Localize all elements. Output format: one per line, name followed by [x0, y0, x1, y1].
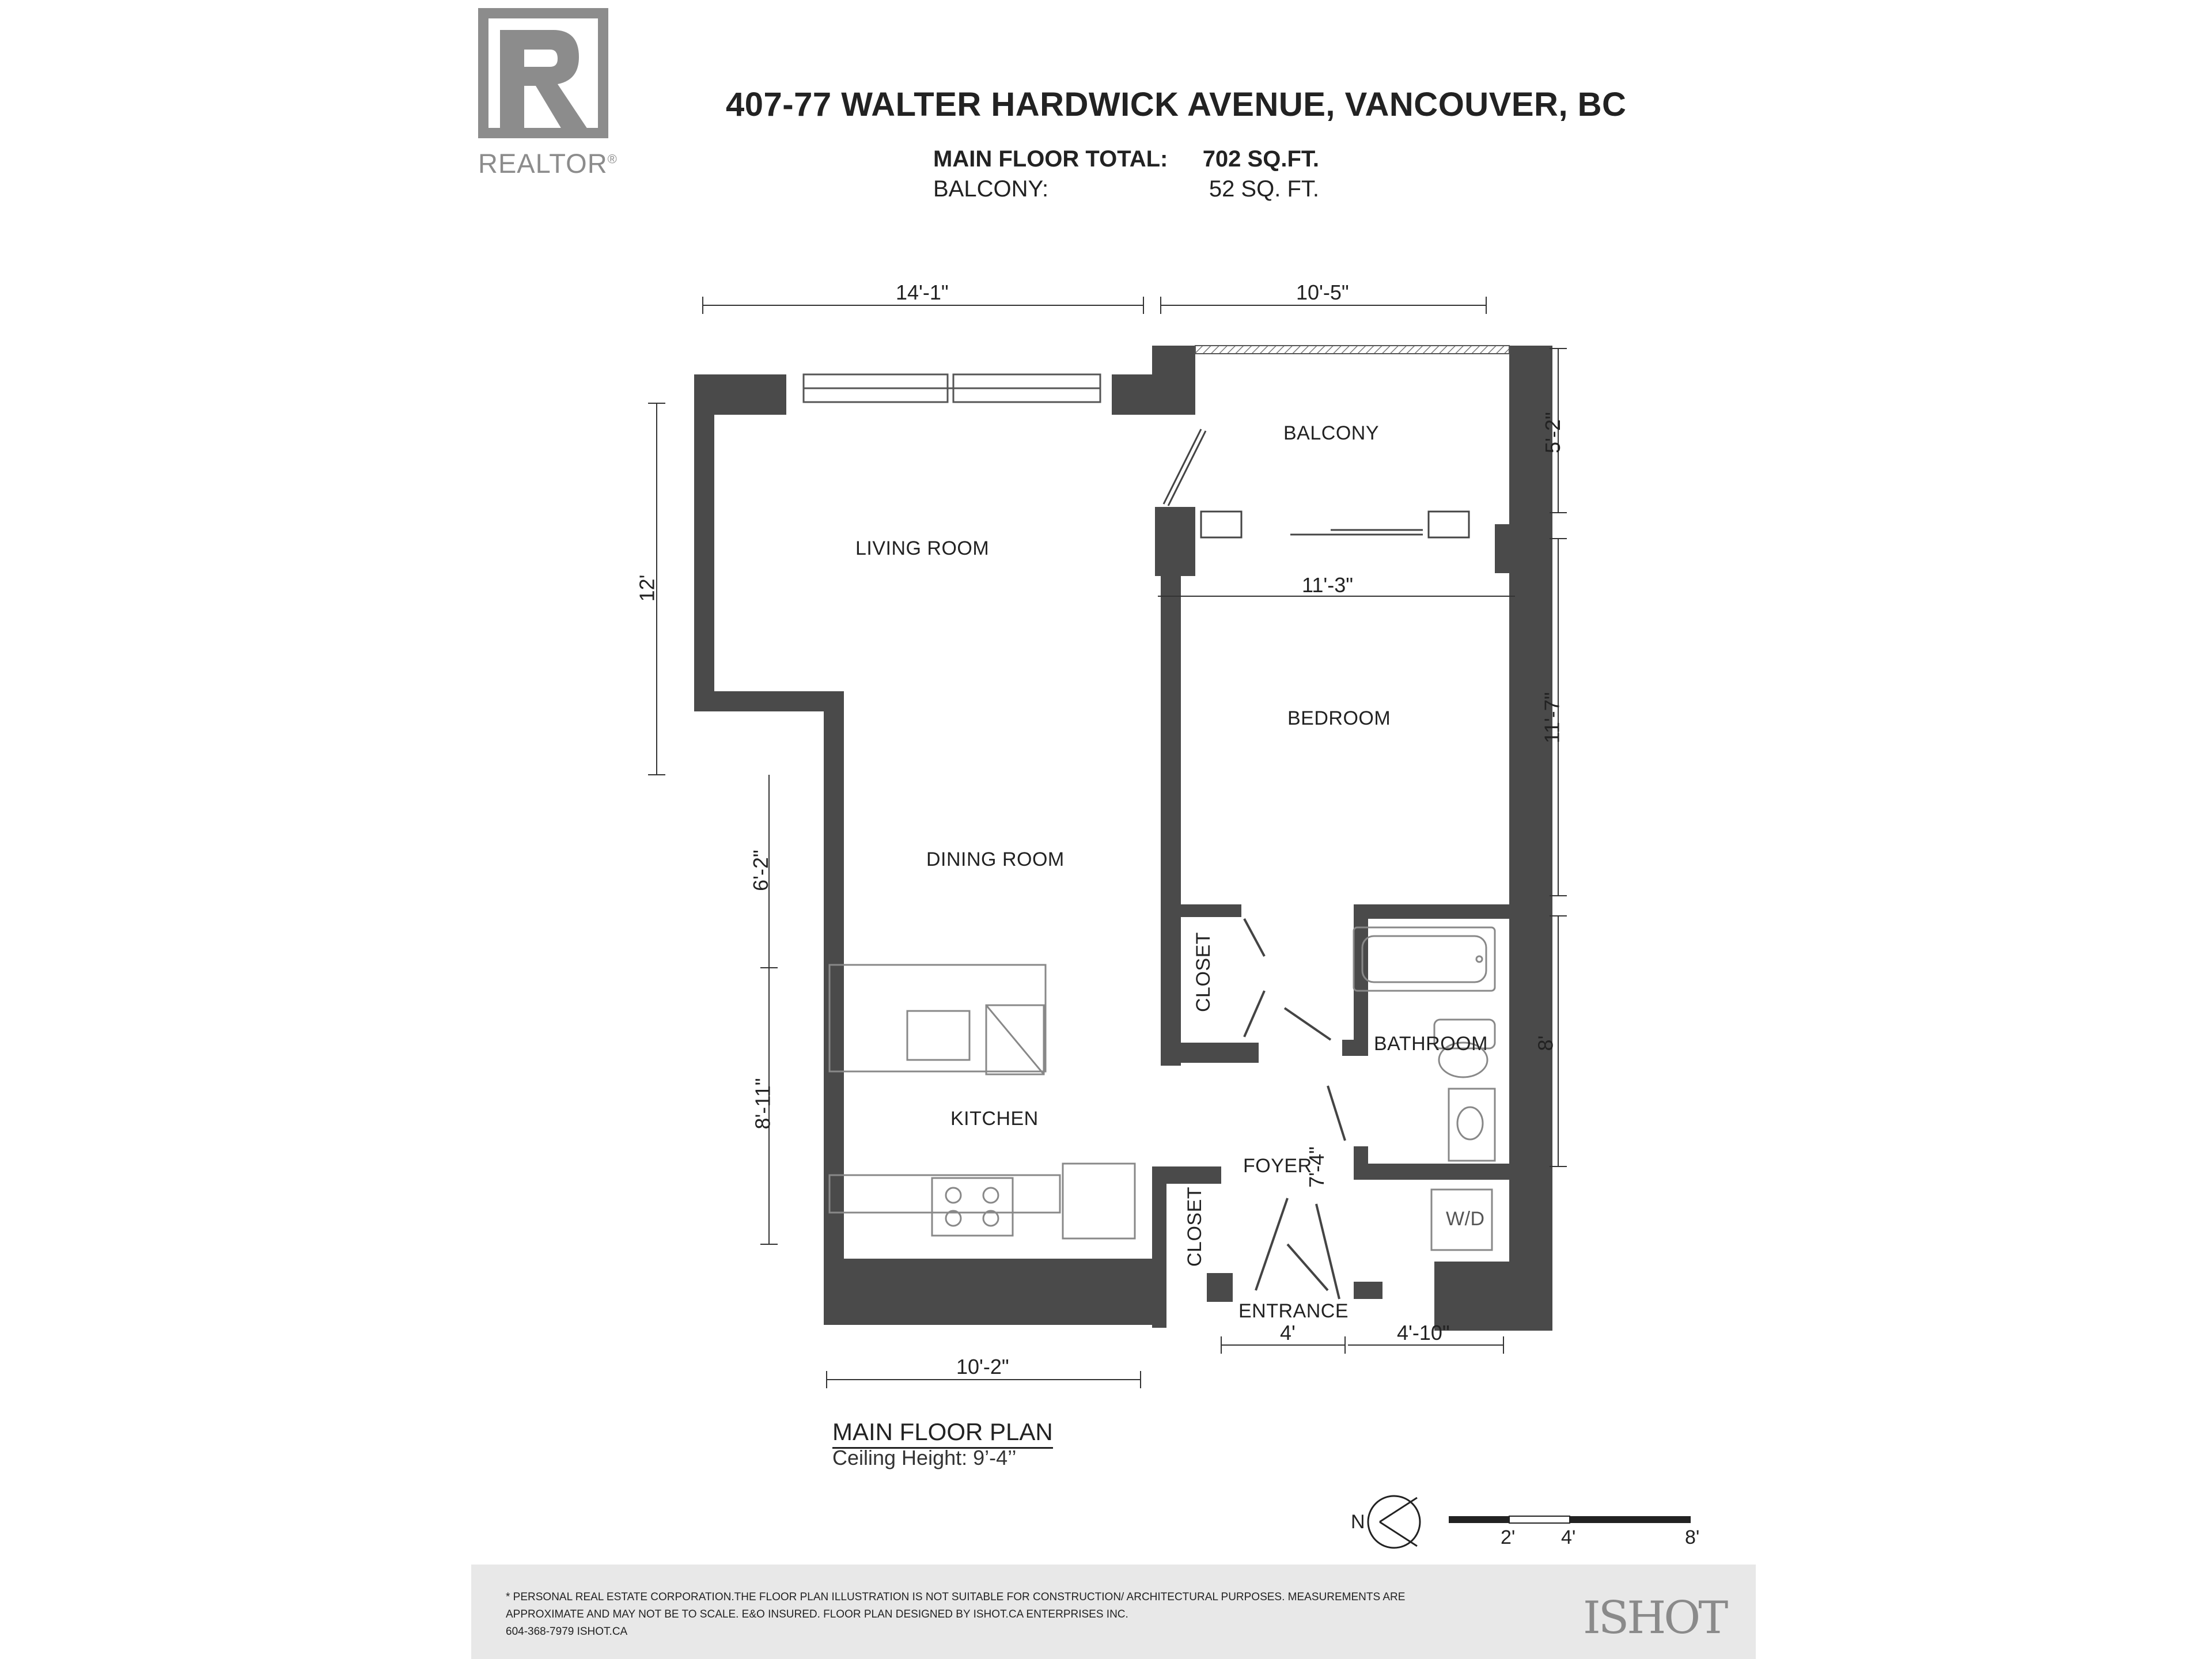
- room-label-bedroom: BEDROOM: [1287, 707, 1391, 729]
- kitchen-fixtures: [828, 964, 1136, 1240]
- contact-text: 604-368-7979 ISHOT.CA: [506, 1626, 628, 1638]
- room-label-foyer: FOYER: [1243, 1155, 1312, 1177]
- room-label-closet-2: CLOSET: [1184, 1186, 1206, 1267]
- footer-disclaimer: * Personal Real Estate Corporation.The f…: [506, 1589, 1427, 1641]
- disclaimer-text: * Personal Real Estate Corporation.The f…: [506, 1591, 1406, 1620]
- dim-bathroom-depth: 8': [1533, 1035, 1558, 1051]
- balcony-area-value: 52 SQ. FT.: [1209, 176, 1319, 202]
- dimension-lines: [648, 297, 1567, 1388]
- balcony-door: [1162, 429, 1470, 539]
- scale-bar: [1449, 1516, 1691, 1524]
- scale-tick-4: 4': [1561, 1527, 1576, 1548]
- dim-kitchen-depth: 8'-11": [751, 1078, 775, 1130]
- footer: * Personal Real Estate Corporation.The f…: [471, 1565, 1756, 1659]
- dim-laundry-width: 4'-10": [1397, 1321, 1450, 1344]
- room-label-entrance: ENTRANCE: [1238, 1300, 1349, 1322]
- ishot-logo: ISHOT: [1583, 1592, 1728, 1644]
- realtor-logo: REALTOR®: [478, 8, 624, 179]
- dim-living-height: 12': [635, 574, 659, 602]
- dim-top-right: 10'-5": [1296, 281, 1349, 304]
- realtor-wordmark: REALTOR: [478, 148, 608, 179]
- bathroom-fixtures: [1353, 926, 1496, 1251]
- room-label-living-room: LIVING ROOM: [855, 537, 990, 559]
- plan-title: MAIN FLOOR PLAN: [832, 1418, 1053, 1449]
- room-label-washer-dryer: W/D: [1446, 1208, 1485, 1230]
- ceiling-height: Ceiling Height: 9’-4’’: [832, 1446, 1017, 1469]
- balcony-railing: [1195, 345, 1510, 354]
- dim-dining-depth: 6'-2": [748, 850, 772, 891]
- main-floor-total-value: 702 SQ.FT.: [1202, 146, 1319, 172]
- property-address: 407-77 WALTER HARDWICK AVENUE, VANCOUVER…: [726, 86, 1627, 123]
- dim-balcony-depth: 5'-2": [1540, 412, 1565, 453]
- room-label-balcony: BALCONY: [1283, 422, 1379, 444]
- walls: [694, 346, 1552, 1331]
- windows: [802, 373, 1101, 403]
- room-label-bathroom: BATHROOM: [1374, 1033, 1488, 1055]
- room-label-kitchen: KITCHEN: [950, 1108, 1039, 1130]
- scale-tick-2: 2': [1501, 1527, 1516, 1548]
- dim-kitchen-width: 10'-2": [956, 1355, 1009, 1378]
- main-floor-total-label: MAIN FLOOR TOTAL:: [933, 146, 1168, 172]
- dim-entrance-width: 4': [1280, 1321, 1296, 1344]
- interior-doors: [1243, 918, 1346, 1300]
- registered-mark: ®: [607, 151, 618, 166]
- balcony-area-label: BALCONY:: [933, 176, 1049, 202]
- room-label-closet-1: CLOSET: [1192, 931, 1215, 1013]
- north-arrow-icon: [1367, 1495, 1421, 1549]
- dim-bedroom-width: 11'-3": [1302, 573, 1354, 597]
- scale-tick-8: 8': [1685, 1527, 1700, 1548]
- realtor-r-icon: [478, 8, 608, 138]
- dim-top-left: 14'-1": [896, 281, 949, 304]
- compass-label: N: [1351, 1511, 1365, 1533]
- dim-foyer-depth: 7'-4": [1304, 1146, 1328, 1188]
- room-label-dining-room: DINING ROOM: [926, 849, 1065, 870]
- dim-bedroom-depth: 11'-7": [1540, 692, 1564, 744]
